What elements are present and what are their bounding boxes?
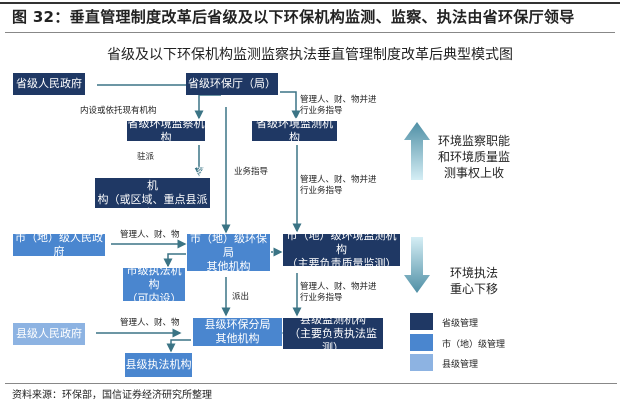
box-city-epb: 市（地）级环保局 其他机构: [187, 232, 270, 273]
label-manage-county: 管理人、财、物: [120, 318, 180, 328]
box-provincial-monitoring: 省级环境监测机构: [252, 117, 337, 144]
upward-arrow: [404, 122, 430, 180]
box-county-monitoring: 县级监测机构 （主要负责执法监测）: [283, 313, 383, 354]
box-provincial-inspection: 省级环境监察机构: [127, 117, 205, 144]
box-city-enforcement: 市级执法机构 （可内设）: [123, 264, 185, 305]
box-county-enforcement: 县级执法机构: [125, 353, 192, 377]
legend-swatch-provincial: [410, 313, 433, 330]
arrow-county-epb-to-enforce: [166, 339, 191, 353]
label-guidance: 业务指导: [234, 167, 269, 177]
legend-swatch-county: [410, 354, 433, 371]
label-manage-guide-3: 管理人、财、物并进 行业务指导: [300, 282, 377, 303]
arrow-city-epb-to-enforce: [163, 253, 186, 268]
footer-rule: [5, 383, 617, 384]
box-county-epb: 县级环保分局 其他机构: [193, 318, 282, 346]
figure-title: 图 32：垂直管理制度改革后省级及以下环保机构监测、监察、执法由省环保厅领导: [12, 8, 575, 26]
box-stationed-inspection: 驻市（地）级环境监察机 构（或区域、重点县派驻）: [95, 165, 210, 220]
title-rule: [5, 32, 615, 33]
label-dispatch: 派出: [232, 292, 250, 302]
label-manage-city: 管理人、财、物: [120, 230, 180, 240]
box-city-government: 市（地）级人民政府: [13, 231, 105, 258]
box-county-government: 县级人民政府: [13, 323, 85, 345]
legend-label-provincial: 省级管理: [442, 319, 479, 329]
legend-label-city: 市（地）级管理: [442, 340, 506, 350]
arrow-epb-to-monitor: [280, 91, 301, 120]
diagram-title: 省级及以下环保机构监测监察执法垂直管理制度改革后典型模式图: [107, 47, 513, 63]
box-provincial-government: 省级人民政府: [13, 73, 85, 95]
legend-label-county: 县级管理: [442, 360, 479, 370]
box-provincial-epb: 省级环保厅（局）: [186, 73, 278, 95]
label-manage-guide-1: 管理人、财、物并进 行业务指导: [300, 95, 377, 116]
box-city-monitoring: 市（地）级环境监测机构 （主要负责质量监测）: [283, 229, 400, 270]
label-stationed: 驻派: [137, 152, 155, 162]
label-manage-guide-2: 管理人、财、物并进 行业务指导: [300, 175, 377, 196]
side-text-down: 环境执法 重心下移: [449, 266, 498, 296]
side-text-up: 环境监察职能 和环境质量监 测事权上收: [438, 134, 511, 180]
legend-swatch-city: [410, 334, 433, 351]
label-internal: 内设或依托现有机构: [80, 106, 157, 116]
downward-arrow: [404, 237, 430, 293]
top-rule: [0, 2, 620, 4]
source-note: 资料来源：环保部，国信证券经济研究所整理: [12, 390, 212, 401]
arrow-epb-to-inspect: [194, 94, 221, 120]
